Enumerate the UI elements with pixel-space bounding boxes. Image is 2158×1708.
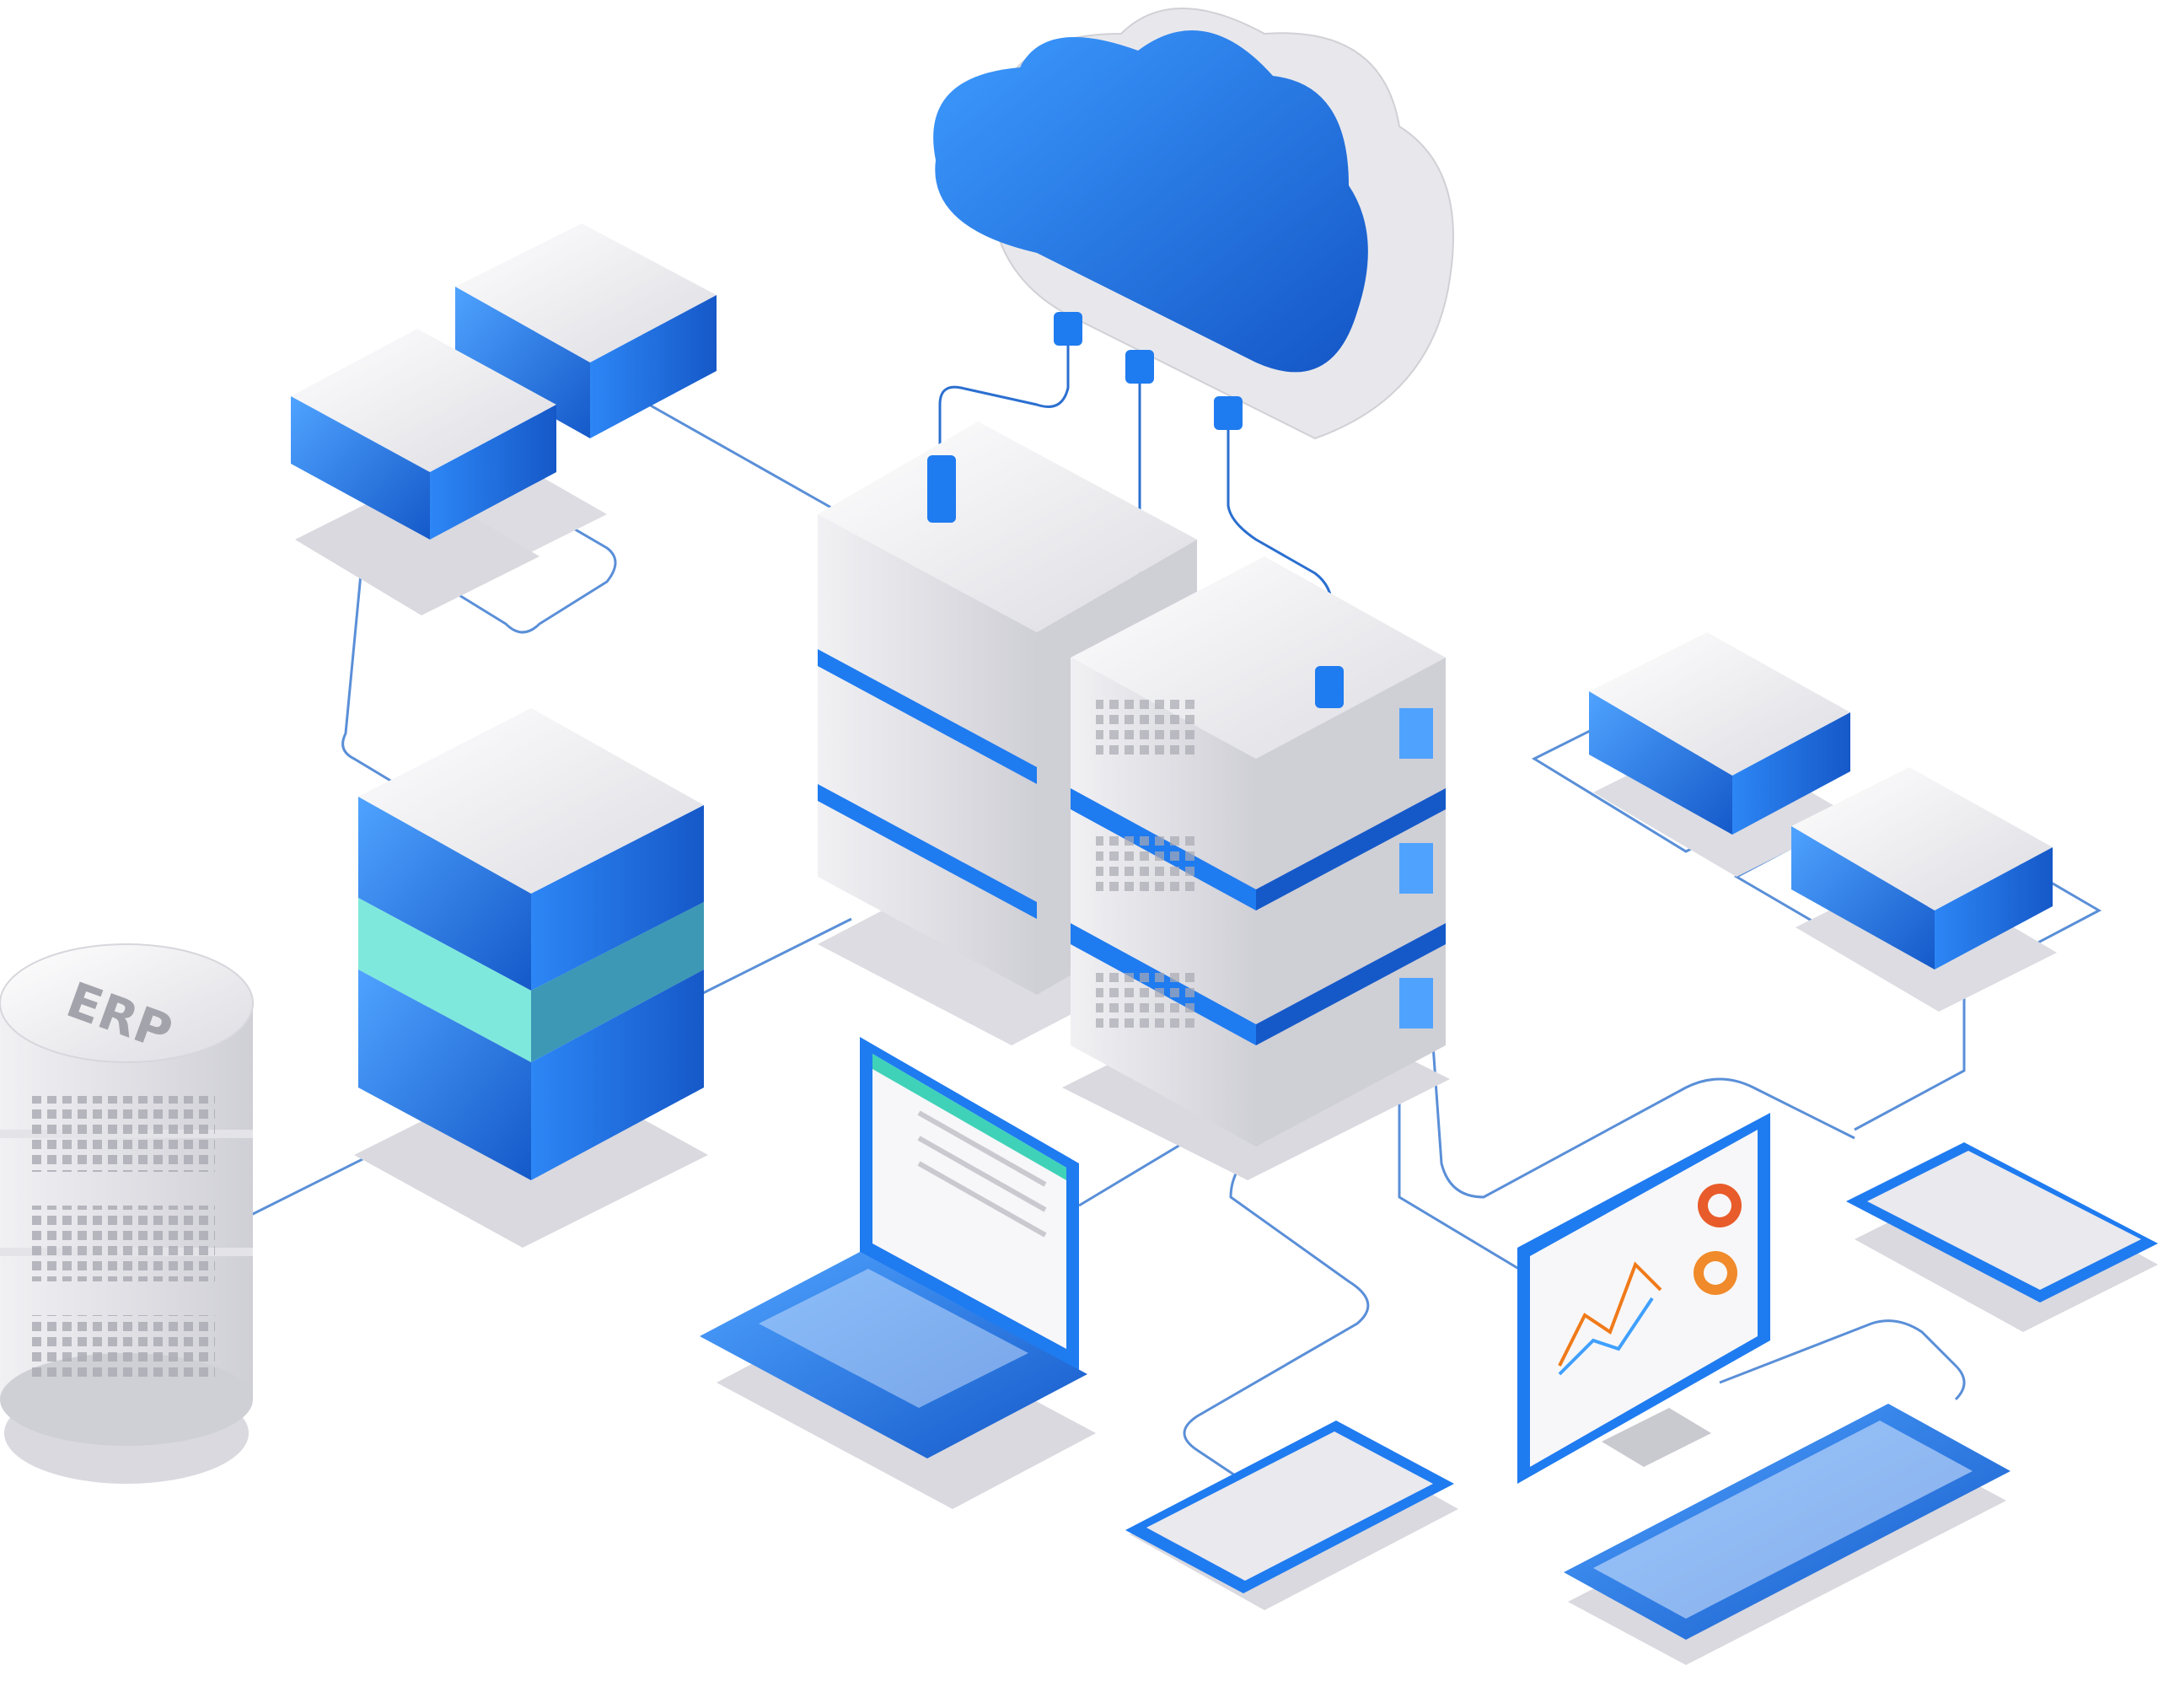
storage-block-icon-4 xyxy=(1791,767,2057,1012)
link-blocks-to-servers xyxy=(648,403,844,516)
monitor-icon xyxy=(1517,1113,1770,1484)
tablet-icon-1 xyxy=(1125,1421,1458,1610)
link-servers-to-cluster xyxy=(1431,1045,1855,1199)
database-icon: ERP xyxy=(0,943,254,1484)
server-rack-icon-front xyxy=(1062,556,1450,1180)
storage-block-icon-2 xyxy=(291,329,556,615)
keyboard-icon xyxy=(1564,1404,2010,1665)
tablet-icon-2 xyxy=(1846,1142,2158,1332)
link-monitor-to-keyboard xyxy=(1719,1319,1966,1401)
link-stack-to-servers xyxy=(699,917,852,996)
laptop-icon xyxy=(700,1037,1096,1509)
storage-block-icon-3 xyxy=(1589,632,1855,877)
data-stack-icon xyxy=(354,708,708,1248)
